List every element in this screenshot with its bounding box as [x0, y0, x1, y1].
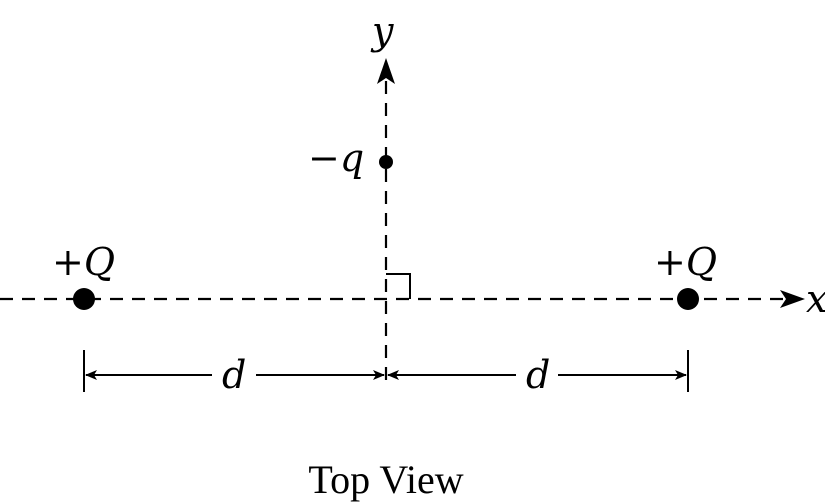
y-axis-arrowhead — [377, 58, 395, 84]
left-charge-label: +Q — [52, 240, 115, 284]
left-charge-dot — [73, 288, 95, 310]
right-charge-label: +Q — [654, 240, 717, 284]
test-charge-label: −q — [308, 136, 364, 180]
right-distance-label: d — [526, 353, 550, 397]
y-axis-label: y — [370, 9, 394, 53]
diagram-caption: Top View — [308, 457, 463, 502]
test-charge-dot — [379, 155, 393, 169]
x-axis-arrowhead — [780, 290, 805, 308]
right-charge-dot — [677, 288, 699, 310]
x-axis-label: x — [806, 277, 825, 321]
right-angle-marker — [386, 273, 411, 299]
left-distance-label: d — [222, 353, 246, 397]
